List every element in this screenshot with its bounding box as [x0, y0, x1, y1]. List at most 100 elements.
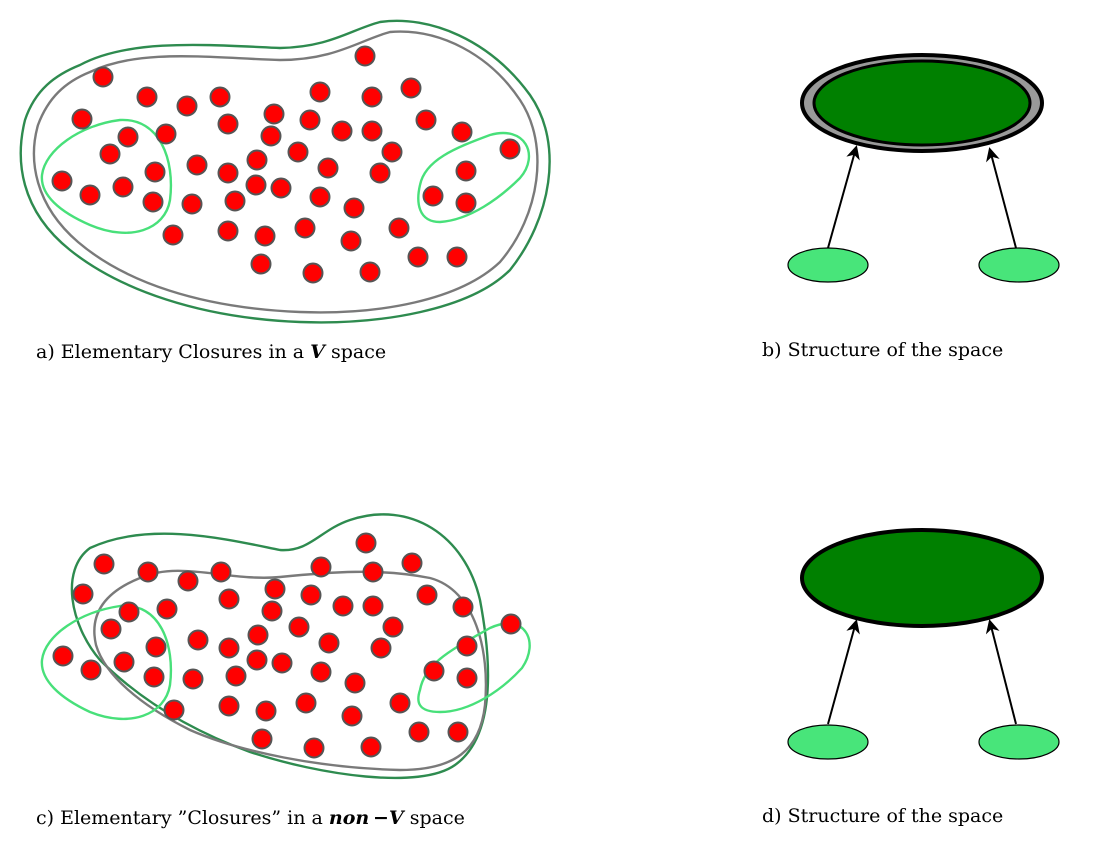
- structure-bottom-node-left: [787, 724, 869, 760]
- point: [355, 532, 377, 554]
- caption-a: a) Elementary Closures in a V space: [36, 341, 386, 363]
- point: [344, 672, 366, 694]
- point: [163, 699, 185, 721]
- point: [112, 176, 134, 198]
- point: [247, 624, 269, 646]
- point: [271, 652, 293, 674]
- structure-bottom-node-right: [978, 247, 1060, 283]
- point: [142, 191, 164, 213]
- point: [317, 157, 339, 179]
- point: [318, 632, 340, 654]
- point: [331, 120, 353, 142]
- structure-bottom-node-right: [978, 724, 1060, 760]
- point: [156, 598, 178, 620]
- point: [181, 193, 203, 215]
- arrow-right: [985, 619, 1017, 725]
- point: [270, 177, 292, 199]
- point: [452, 596, 474, 618]
- caption-c: c) Elementary ”Closures” in a non −V spa…: [36, 807, 465, 829]
- point: [145, 636, 167, 658]
- point: [79, 184, 101, 206]
- point: [341, 705, 363, 727]
- point: [177, 570, 199, 592]
- point: [455, 160, 477, 182]
- points-group-a: [51, 45, 521, 284]
- point: [369, 162, 391, 184]
- point: [310, 661, 332, 683]
- point: [113, 651, 135, 673]
- elementary-closure-right: [417, 622, 531, 714]
- panel-a: [19, 19, 551, 324]
- point: [359, 261, 381, 283]
- point: [250, 253, 272, 275]
- point: [92, 66, 114, 88]
- point: [361, 86, 383, 108]
- elementary-closure-left: [40, 118, 173, 234]
- point: [300, 584, 322, 606]
- point: [303, 737, 325, 759]
- point: [362, 561, 384, 583]
- point: [261, 600, 283, 622]
- point: [343, 197, 365, 219]
- elementary-closure-left: [40, 604, 173, 721]
- outer-region: [19, 19, 551, 324]
- caption-d: d) Structure of the space: [762, 805, 1003, 827]
- caption-b: b) Structure of the space: [762, 339, 1003, 361]
- point: [51, 170, 73, 192]
- point: [340, 230, 362, 252]
- point: [143, 666, 165, 688]
- point: [251, 728, 273, 750]
- point: [71, 108, 93, 130]
- point: [381, 141, 403, 163]
- point: [187, 629, 209, 651]
- point: [415, 109, 437, 131]
- point: [186, 154, 208, 176]
- point: [99, 143, 121, 165]
- point: [309, 186, 331, 208]
- point: [362, 595, 384, 617]
- point: [288, 616, 310, 638]
- arrow-left: [827, 619, 860, 725]
- point: [224, 190, 246, 212]
- point: [295, 692, 317, 714]
- arrow-right: [986, 147, 1017, 249]
- point: [218, 637, 240, 659]
- point: [451, 121, 473, 143]
- inner-region: [93, 569, 488, 772]
- point: [162, 224, 184, 246]
- point: [155, 123, 177, 145]
- point: [218, 588, 240, 610]
- point: [455, 192, 477, 214]
- point: [422, 185, 444, 207]
- point: [254, 225, 276, 247]
- point: [218, 695, 240, 717]
- point: [370, 637, 392, 659]
- point: [217, 162, 239, 184]
- structure-top-node: [812, 59, 1032, 147]
- point: [294, 217, 316, 239]
- point: [302, 262, 324, 284]
- point: [80, 659, 102, 681]
- point: [225, 665, 247, 687]
- point: [361, 120, 383, 142]
- point: [499, 138, 521, 160]
- structure-top-node: [800, 528, 1044, 628]
- point: [217, 113, 239, 135]
- elementary-closure-right: [417, 132, 531, 224]
- point: [310, 556, 332, 578]
- point: [246, 149, 268, 171]
- panel-c: [40, 513, 531, 780]
- point: [447, 721, 469, 743]
- point: [210, 561, 232, 583]
- point: [407, 246, 429, 268]
- point: [401, 552, 423, 574]
- point: [182, 668, 204, 690]
- point: [52, 645, 74, 667]
- point: [137, 561, 159, 583]
- panel-d: [787, 528, 1060, 760]
- point: [246, 649, 268, 671]
- arrow-left: [827, 145, 860, 249]
- point: [93, 553, 115, 575]
- point: [255, 700, 277, 722]
- point: [360, 736, 382, 758]
